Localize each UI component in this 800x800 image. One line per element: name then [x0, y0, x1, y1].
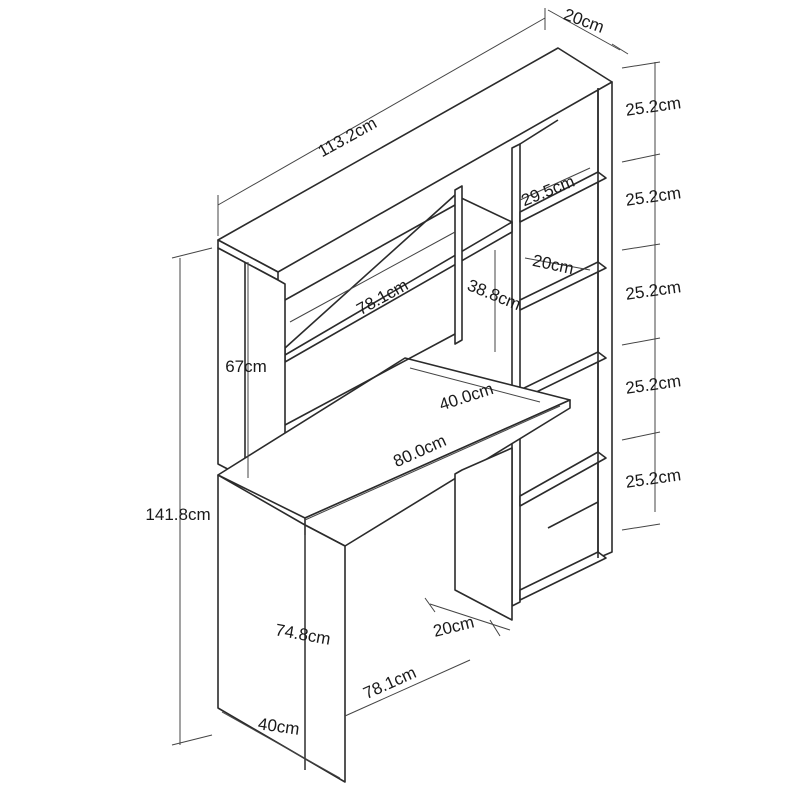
hutch-inner-panel [454, 185, 463, 345]
label-shelf-height-1: 25.2cm [624, 93, 682, 120]
label-depth-top: 20cm [561, 5, 607, 37]
label-base-width: 78.1cm [360, 663, 419, 703]
label-shelf-height-3: 25.2cm [624, 277, 682, 304]
tower-divider [511, 143, 521, 607]
tower-shelf-5 [519, 551, 607, 601]
desk-left-leg [217, 474, 346, 783]
label-hutch-height: 67cm [225, 357, 267, 376]
tower-shelf-1 [519, 171, 607, 223]
label-total-height: 141.8cm [145, 505, 210, 524]
label-divider-depth: 20cm [431, 612, 476, 640]
desk-bookcase-drawing [217, 47, 613, 783]
dimension-lines [171, 8, 661, 779]
tower-shelf-2 [519, 261, 607, 311]
desk-middle-support [454, 447, 513, 621]
label-shelf-height-2: 25.2cm [624, 183, 682, 210]
label-shelf-depth: 20cm [531, 251, 576, 278]
tower-right-side [597, 81, 613, 559]
tower-shelf-4 [519, 451, 607, 507]
label-shelf-height-5: 25.2cm [624, 465, 682, 492]
label-shelf-height-4: 25.2cm [624, 371, 682, 398]
